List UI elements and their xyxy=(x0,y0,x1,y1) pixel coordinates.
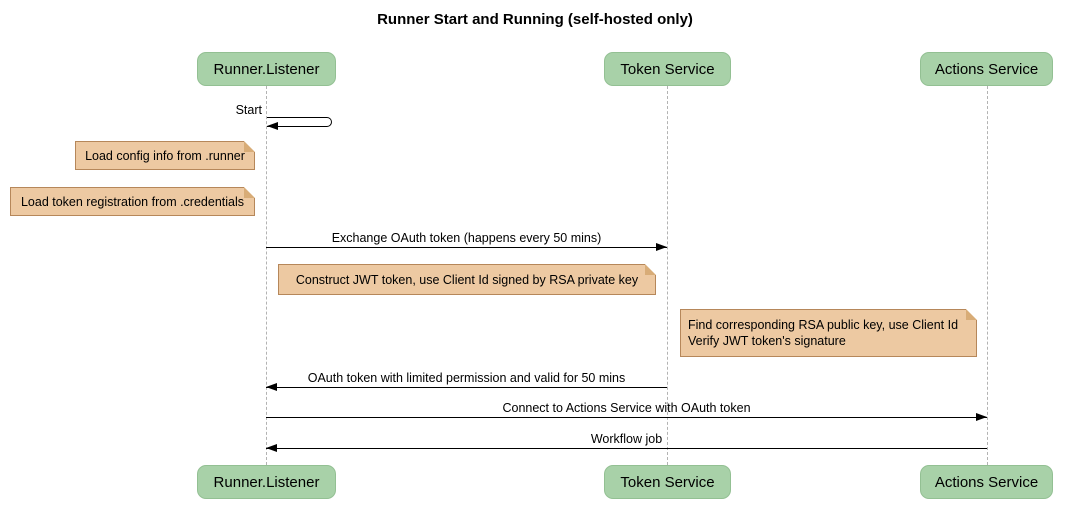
message-label-exchange-oauth: Exchange OAuth token (happens every 50 m… xyxy=(331,231,602,245)
participant-token-service-bottom: Token Service xyxy=(604,465,731,499)
message-line xyxy=(266,417,987,418)
arrowhead-right-icon xyxy=(656,243,667,251)
self-message-loop xyxy=(267,117,332,127)
participant-actions-service-bottom: Actions Service xyxy=(920,465,1053,499)
message-line xyxy=(266,247,667,248)
participant-runner-listener-bottom: Runner.Listener xyxy=(197,465,336,499)
message-line xyxy=(266,448,987,449)
message-label-oauth-returned: OAuth token with limited permission and … xyxy=(307,371,626,385)
message-label-connect-actions: Connect to Actions Service with OAuth to… xyxy=(502,401,751,415)
participant-label: Actions Service xyxy=(934,473,1039,491)
note-verify-jwt: Find corresponding RSA public key, use C… xyxy=(680,309,977,357)
message-label-start: Start xyxy=(235,103,262,117)
arrowhead-right-icon xyxy=(976,413,987,421)
participant-label: Token Service xyxy=(620,60,715,78)
message-line xyxy=(266,387,667,388)
lifeline-runner-listener xyxy=(266,86,267,465)
note-load-token-registration: Load token registration from .credential… xyxy=(10,187,255,216)
note-text: Construct JWT token, use Client Id signe… xyxy=(295,272,639,287)
participant-label: Actions Service xyxy=(934,60,1039,78)
note-text: Find corresponding RSA public key, use C… xyxy=(688,318,959,348)
participant-runner-listener-top: Runner.Listener xyxy=(197,52,336,86)
note-text: Load token registration from .credential… xyxy=(20,194,245,209)
arrowhead-left-icon xyxy=(266,383,277,391)
participant-label: Runner.Listener xyxy=(213,60,320,78)
note-load-config: Load config info from .runner xyxy=(75,141,255,170)
arrowhead-left-icon xyxy=(266,444,277,452)
note-fold-icon xyxy=(244,141,255,152)
participant-actions-service-top: Actions Service xyxy=(920,52,1053,86)
note-text: Load config info from .runner xyxy=(85,148,245,163)
note-fold-icon xyxy=(645,264,656,275)
diagram-title: Runner Start and Running (self-hosted on… xyxy=(377,11,693,28)
arrowhead-left-icon xyxy=(267,122,278,130)
note-construct-jwt: Construct JWT token, use Client Id signe… xyxy=(278,264,656,295)
participant-token-service-top: Token Service xyxy=(604,52,731,86)
note-fold-icon xyxy=(966,309,977,320)
participant-label: Runner.Listener xyxy=(213,473,320,491)
note-fold-icon xyxy=(244,187,255,198)
lifeline-actions-service xyxy=(987,86,988,465)
lifeline-token-service xyxy=(667,86,668,465)
participant-label: Token Service xyxy=(620,473,715,491)
message-label-workflow-job: Workflow job xyxy=(590,432,663,446)
